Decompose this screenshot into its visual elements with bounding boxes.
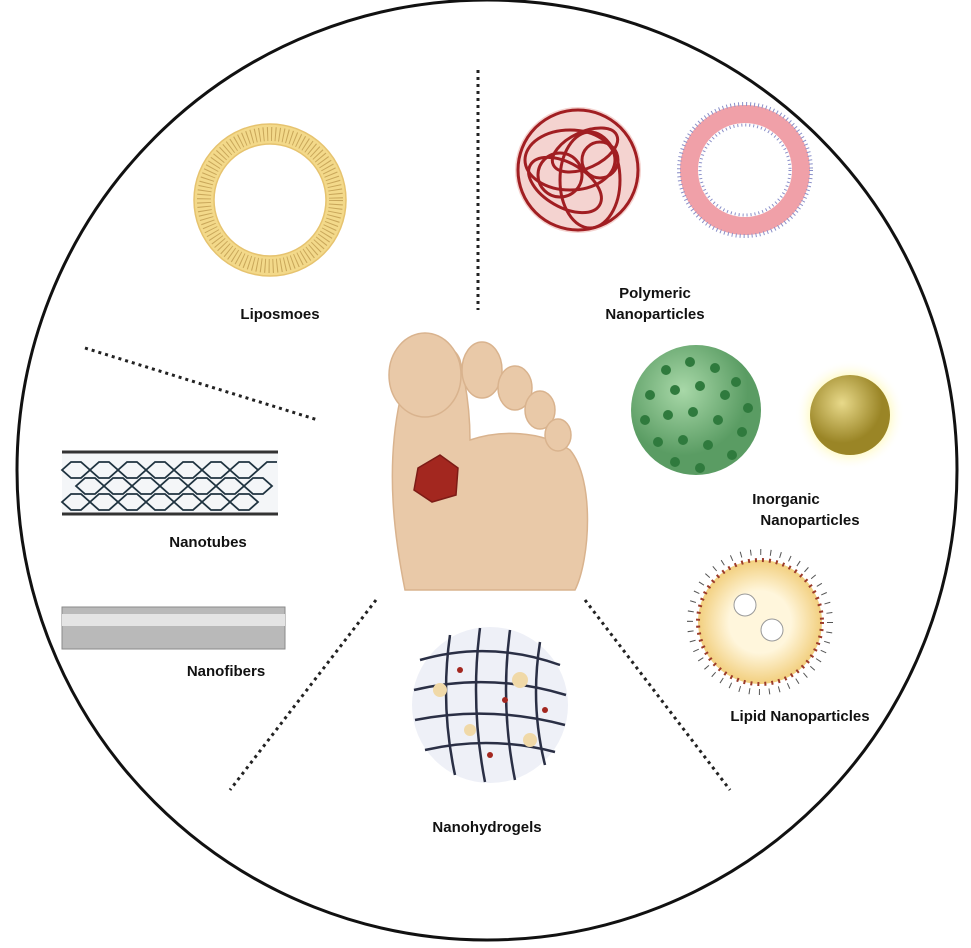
outer-circle — [15, 0, 959, 942]
label-liposomes: Liposmoes — [240, 306, 320, 323]
label-nanotubes: Nanotubes — [169, 534, 247, 551]
label-lipid-nanoparticles: Lipid Nanoparticles — [730, 708, 870, 725]
label-polymeric-line1: Polymeric — [619, 285, 691, 302]
inorganic-gold-nanoparticle-icon — [795, 360, 905, 470]
liposome-icon — [193, 123, 347, 277]
label-nanohydrogels: Nanohydrogels — [432, 819, 542, 836]
label-polymeric-line2: Nanoparticles — [605, 306, 705, 323]
divider-lines — [84, 70, 732, 791]
polymeric-micelle-icon — [677, 102, 813, 238]
inorganic-green-nanoparticle-icon — [631, 345, 761, 475]
polymeric-nanoparticle-icon — [515, 107, 641, 233]
label-inorganic-line1: Inorganic — [752, 491, 820, 508]
label-inorganic-line2: Nanoparticles — [760, 512, 860, 529]
nanohydrogel-icon — [412, 627, 568, 783]
foot-with-wound-icon — [388, 332, 589, 591]
lipid-nanoparticle-icon — [687, 549, 833, 695]
nanotube-icon — [60, 450, 278, 516]
label-nanofibers: Nanofibers — [186, 663, 266, 680]
nanofiber-icon — [61, 606, 286, 650]
